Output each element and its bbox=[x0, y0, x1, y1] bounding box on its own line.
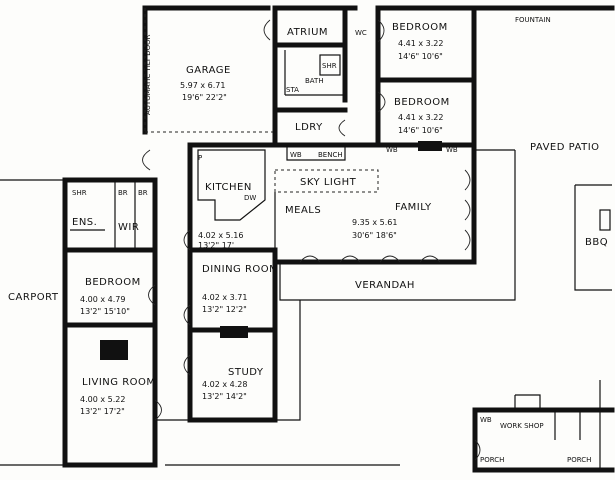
bench-label: BENCH bbox=[318, 151, 343, 159]
bedroom3-dim-m: 4.00 x 4.79 bbox=[80, 295, 125, 304]
bath-label: BATH bbox=[305, 77, 324, 85]
kitchen-dim-m: 4.02 x 5.16 bbox=[198, 231, 243, 240]
carport-outline bbox=[0, 179, 65, 466]
wir-partitions bbox=[114, 180, 136, 250]
workshop-wb-label: WB bbox=[480, 416, 492, 424]
ens-label: ENS. bbox=[72, 217, 97, 228]
wb1-label: WB bbox=[290, 151, 302, 159]
family-doors bbox=[464, 169, 471, 251]
dining-dim-ft: 13'2" 12'2" bbox=[202, 305, 247, 314]
study-dim-m: 4.02 x 4.28 bbox=[202, 380, 247, 389]
door-arc bbox=[148, 284, 156, 306]
fireplace-dining bbox=[220, 326, 248, 338]
bbq-grill bbox=[599, 209, 611, 231]
study-label: STUDY bbox=[228, 367, 264, 378]
wir-label: WIR bbox=[118, 222, 139, 233]
workshop-label: WORK SHOP bbox=[500, 422, 544, 430]
bedroom3-dim-ft: 13'2" 15'10" bbox=[80, 307, 130, 316]
door-arc bbox=[338, 119, 346, 137]
garage-dim-m: 5.97 x 6.71 bbox=[180, 81, 225, 90]
pantry-label: P bbox=[198, 154, 202, 162]
bedroom1-label: BEDROOM bbox=[392, 22, 448, 33]
bedroom2-label: BEDROOM bbox=[394, 97, 450, 108]
door-arc bbox=[154, 399, 162, 421]
ens-br1-label: BR bbox=[118, 189, 128, 197]
door-arc bbox=[183, 229, 191, 251]
bedroom1-dim-ft: 14'6" 10'6" bbox=[398, 52, 443, 61]
fireplace-north bbox=[418, 141, 442, 151]
kitchen-bench bbox=[197, 149, 266, 221]
paved-label: PAVED PATIO bbox=[530, 142, 600, 153]
porch2-label: PORCH bbox=[567, 456, 591, 464]
bedroom2-dim-ft: 14'6" 10'6" bbox=[398, 126, 443, 135]
family-walls bbox=[277, 147, 477, 265]
verandah-outline bbox=[279, 149, 516, 301]
bedroom3-label: BEDROOM bbox=[85, 277, 141, 288]
wb3-label: WB bbox=[446, 146, 458, 154]
door-arc bbox=[183, 304, 191, 326]
garage-label: GARAGE bbox=[186, 65, 231, 76]
family-dim-m: 9.35 x 5.61 bbox=[352, 218, 397, 227]
porch1-label: PORCH bbox=[480, 456, 504, 464]
door-arc bbox=[183, 354, 191, 376]
ens-br2-label: BR bbox=[138, 189, 148, 197]
family-dim-ft: 30'6" 18'6" bbox=[352, 231, 397, 240]
ens-shr-label: SHR bbox=[72, 189, 87, 197]
dining-study-walls bbox=[187, 247, 278, 423]
dining-label: DINING ROOM bbox=[202, 264, 278, 275]
fireplace-living bbox=[100, 340, 128, 360]
family-label: FAMILY bbox=[395, 202, 432, 213]
bath-shower bbox=[319, 54, 341, 76]
workshop-partitions bbox=[554, 410, 581, 440]
kitchen-label: KITCHEN bbox=[205, 182, 252, 193]
dining-dim-m: 4.02 x 3.71 bbox=[202, 293, 247, 302]
sky-light-label: SKY LIGHT bbox=[300, 177, 357, 188]
atrium-walls bbox=[272, 5, 348, 113]
fountain-label: FOUNTAIN bbox=[515, 16, 551, 24]
meals-label: MEALS bbox=[285, 205, 321, 216]
sky-light-outline bbox=[274, 169, 379, 193]
workshop-bay bbox=[514, 394, 541, 410]
bedroom1-dim-m: 4.41 x 3.22 bbox=[398, 39, 443, 48]
garage-dim-ft: 19'6" 22'2" bbox=[182, 93, 227, 102]
ldry-label: LDRY bbox=[295, 122, 323, 133]
study-dim-ft: 13'2" 14'2" bbox=[202, 392, 247, 401]
bath-fixtures bbox=[284, 50, 345, 96]
wb2-label: WB bbox=[386, 146, 398, 154]
wc-label: WC bbox=[355, 29, 367, 37]
living-label: LIVING ROOM bbox=[82, 377, 156, 388]
bbq-area bbox=[574, 184, 612, 291]
verandah-doors bbox=[299, 255, 441, 263]
automatic-door-label: AUTOMATIC TILT DOOR bbox=[144, 34, 152, 115]
door-arc bbox=[263, 19, 271, 41]
garage-open-edge bbox=[144, 8, 275, 133]
atrium-label: ATRIUM bbox=[287, 27, 328, 38]
kitchen-dim-ft: 13'2" 17' bbox=[198, 241, 234, 250]
bath-shr-label: SHR bbox=[322, 62, 337, 70]
workshop-door bbox=[474, 439, 481, 461]
bbq-label: BBQ bbox=[585, 237, 608, 248]
carport-label: CARPORT bbox=[8, 292, 59, 303]
door-arc bbox=[142, 149, 151, 171]
door-arc bbox=[377, 91, 386, 113]
living-dim-ft: 13'2" 17'2" bbox=[80, 407, 125, 416]
door-arc bbox=[377, 19, 385, 43]
kitchen-walls bbox=[187, 142, 278, 253]
bench-outline bbox=[286, 145, 346, 161]
site-edges bbox=[165, 300, 400, 466]
verandah-label: VERANDAH bbox=[355, 280, 415, 291]
bath-sta-label: STA bbox=[286, 86, 299, 94]
dw-label: DW bbox=[244, 194, 256, 202]
living-dim-m: 4.00 x 5.22 bbox=[80, 395, 125, 404]
bedroom2-dim-m: 4.41 x 3.22 bbox=[398, 113, 443, 122]
